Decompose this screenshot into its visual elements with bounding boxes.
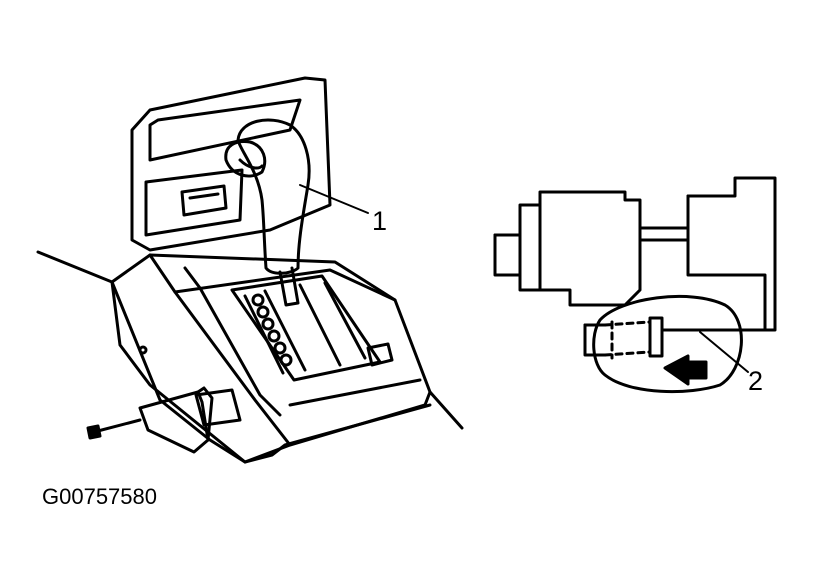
lock-pin — [650, 318, 662, 356]
leader-line-2 — [700, 332, 748, 372]
trim-plate — [140, 388, 212, 452]
callout-label-2: 2 — [748, 366, 764, 396]
shift-lock-button — [240, 160, 262, 168]
leader-line-1 — [300, 185, 368, 213]
shift-lock-solenoid — [495, 178, 775, 330]
dash-switch — [182, 186, 226, 215]
callout-label-1: 1 — [372, 206, 388, 236]
direction-arrow — [665, 356, 706, 384]
dash-panel — [132, 78, 330, 250]
shift-lever — [226, 120, 309, 305]
shift-gate — [232, 276, 380, 380]
shift-knob — [238, 120, 309, 273]
figure-id: G00757580 — [42, 484, 157, 509]
detail-magnifier — [585, 296, 741, 391]
console-switch — [368, 344, 392, 365]
screw — [88, 420, 140, 438]
gate-position-indicators — [253, 295, 291, 365]
center-console — [112, 255, 430, 462]
